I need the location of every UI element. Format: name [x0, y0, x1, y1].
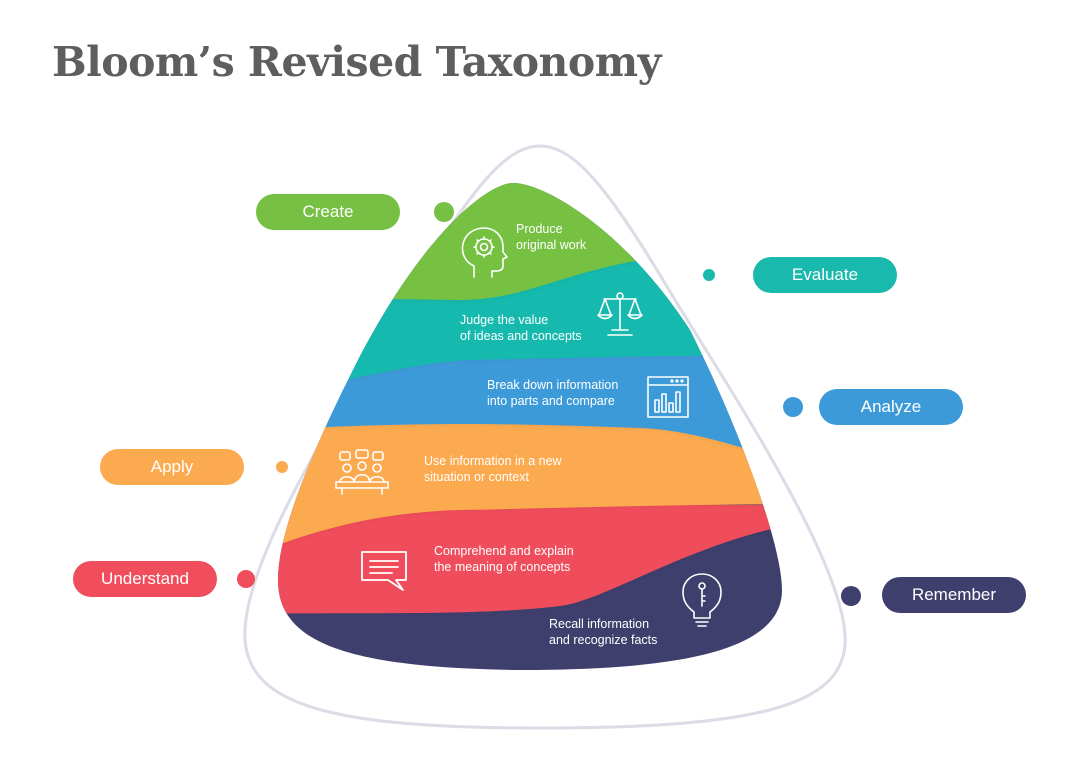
apply-description-line1: Use information in a new	[424, 454, 562, 468]
create-description: Produce original work	[516, 221, 586, 253]
head-gear-icon	[461, 227, 508, 278]
apply-description-line2: situation or context	[424, 470, 529, 484]
evaluate-dot	[703, 269, 715, 281]
bar-chart-icon	[647, 376, 689, 418]
create-dot	[434, 202, 454, 222]
create-description-line2: original work	[516, 238, 587, 252]
understand-description-line2: the meaning of concepts	[434, 560, 571, 574]
apply-label[interactable]: Apply	[100, 449, 244, 485]
remember-description: Recall information and recognize facts	[549, 616, 657, 648]
layer-understand	[278, 505, 782, 614]
understand-description-line1: Comprehend and explain	[434, 544, 574, 558]
evaluate-description-line2: of ideas and concepts	[460, 329, 582, 343]
layer-apply	[278, 420, 782, 560]
apply-description: Use information in a new situation or co…	[424, 453, 562, 485]
apply-dot	[276, 461, 288, 473]
evaluate-description: Judge the value of ideas and concepts	[460, 312, 582, 344]
meeting-icon	[335, 449, 389, 495]
remember-dot	[841, 586, 861, 606]
analyze-label[interactable]: Analyze	[819, 389, 963, 425]
remember-description-line1: Recall information	[549, 617, 650, 631]
page-title: Bloom’s Revised Taxonomy	[52, 38, 661, 86]
understand-dot	[237, 570, 255, 588]
analyze-dot	[783, 397, 803, 417]
understand-description: Comprehend and explain the meaning of co…	[434, 543, 574, 575]
analyze-description: Break down information into parts and co…	[487, 377, 618, 409]
remember-label[interactable]: Remember	[882, 577, 1026, 613]
understand-label[interactable]: Understand	[73, 561, 217, 597]
analyze-description-line1: Break down information	[487, 378, 619, 392]
scales-icon	[597, 292, 643, 336]
create-description-line1: Produce	[516, 222, 563, 236]
speech-bubble-icon	[361, 551, 407, 591]
remember-description-line2: and recognize facts	[549, 633, 658, 647]
create-label[interactable]: Create	[256, 194, 400, 230]
layer-analyze	[278, 350, 782, 470]
evaluate-description-line1: Judge the value	[460, 313, 549, 327]
evaluate-label[interactable]: Evaluate	[753, 257, 897, 293]
analyze-description-line2: into parts and compare	[487, 394, 615, 408]
lightbulb-icon	[682, 573, 722, 627]
